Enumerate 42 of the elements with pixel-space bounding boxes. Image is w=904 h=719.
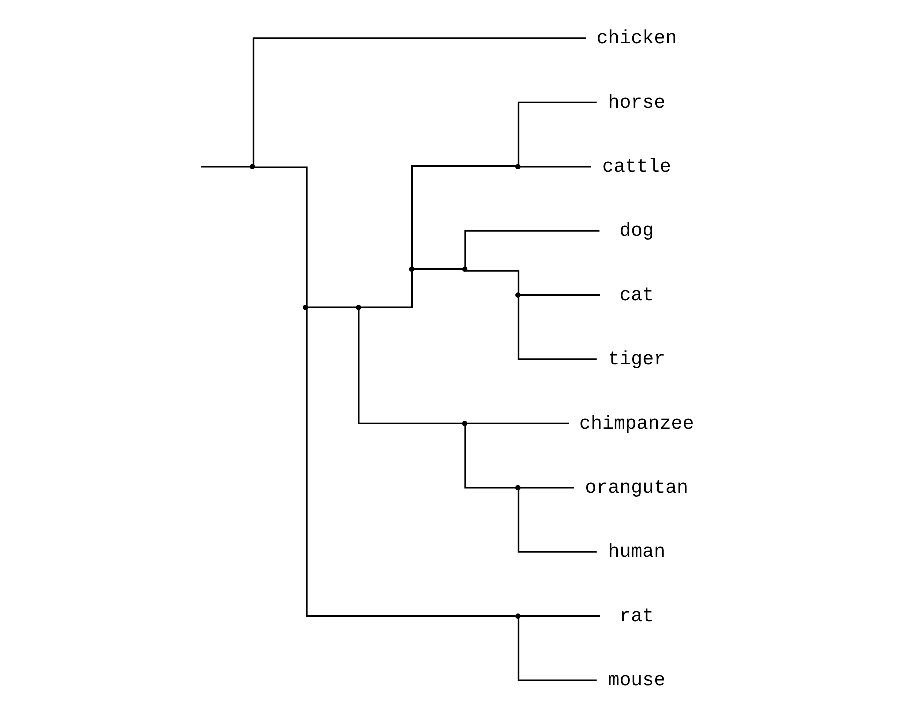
- connector: [520, 294, 600, 296]
- connector: [466, 422, 569, 425]
- node-point: [462, 421, 468, 426]
- node-text: tiger: [608, 348, 666, 371]
- connector: [520, 166, 591, 168]
- connector: [520, 616, 600, 618]
- node-text: chicken: [596, 28, 677, 50]
- node-point: [515, 485, 520, 491]
- node-text: rat: [619, 605, 654, 628]
- node-point: [249, 164, 255, 170]
- connector: [466, 270, 520, 294]
- connector: [517, 102, 596, 165]
- connector: [464, 230, 600, 268]
- node-point: [515, 614, 520, 619]
- connector: [358, 310, 462, 425]
- node-text: cat: [619, 284, 654, 306]
- node-text: horse: [608, 92, 666, 114]
- node-text: dog: [619, 220, 654, 242]
- connector: [517, 618, 596, 682]
- connector: [252, 38, 586, 166]
- connector: [201, 166, 250, 168]
- node-point: [302, 304, 308, 310]
- connector: [517, 297, 596, 360]
- connector: [306, 310, 516, 618]
- node-point: [462, 266, 468, 272]
- node-text: orangutan: [584, 476, 688, 499]
- node-point: [408, 266, 414, 272]
- connector: [464, 426, 516, 489]
- node-text: human: [608, 541, 666, 564]
- node-point: [356, 304, 361, 310]
- connector: [517, 490, 596, 553]
- connector: [307, 306, 356, 308]
- node-point: [515, 164, 520, 170]
- node-point: [515, 292, 520, 298]
- connector: [520, 487, 574, 489]
- connector: [414, 268, 462, 270]
- connector: [254, 166, 308, 306]
- connector: [360, 271, 413, 308]
- node-text: cattle: [602, 156, 671, 178]
- connector: [410, 165, 516, 268]
- node-text: chimpanzee: [579, 412, 694, 435]
- node-text: mouse: [608, 670, 666, 692]
